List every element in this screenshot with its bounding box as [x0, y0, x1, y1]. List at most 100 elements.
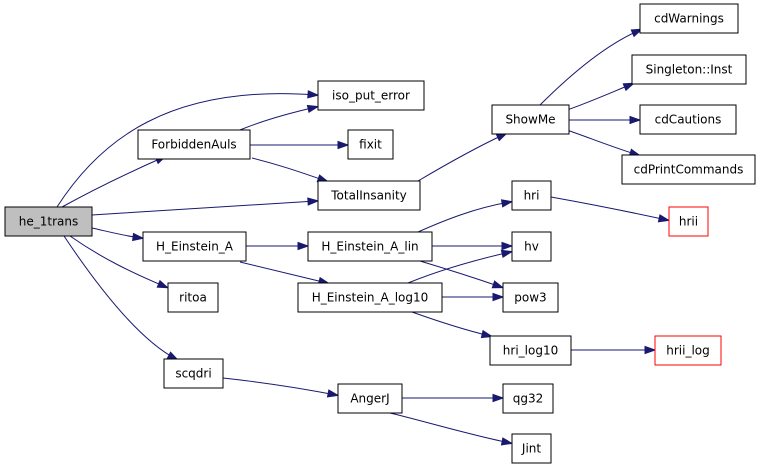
- node-box[interactable]: [639, 104, 737, 135]
- node-label: AngerJ: [350, 392, 389, 406]
- edge-AngerJ-to-qg32: [402, 393, 505, 403]
- node-box[interactable]: [639, 3, 739, 34]
- arrowhead-icon: [306, 104, 320, 114]
- node-box[interactable]: [489, 335, 572, 366]
- edge-H_Einstein_A_log10-to-hri_log10: [411, 311, 494, 339]
- node-label: H_Einstein_A: [156, 240, 234, 254]
- node-cdPrintCommands[interactable]: cdPrintCommands: [621, 154, 756, 185]
- edge-ShowMe-to-SingletonInst: [566, 82, 636, 111]
- node-box[interactable]: [317, 180, 421, 211]
- edge-line: [63, 235, 177, 360]
- arrowhead-icon: [500, 437, 514, 446]
- node-H_Einstein_A_log10[interactable]: H_Einstein_A_log10: [297, 282, 443, 313]
- node-hrii[interactable]: hrii: [668, 206, 709, 237]
- edge-H_Einstein_A_lin-to-hv: [431, 241, 514, 251]
- node-hri[interactable]: hri: [511, 180, 552, 211]
- node-label: Singleton::Inst: [646, 63, 733, 77]
- edge-line: [251, 157, 327, 182]
- node-label: iso_put_error: [332, 89, 410, 103]
- node-box[interactable]: [621, 154, 756, 185]
- node-label: cdWarnings: [654, 12, 724, 26]
- node-label: cdPrintCommands: [634, 163, 744, 177]
- node-cdCautions[interactable]: cdCautions: [639, 104, 737, 135]
- node-box[interactable]: [654, 335, 722, 366]
- edge-he_1trans-to-scqdri: [63, 235, 180, 361]
- node-label: H_Einstein_A_log10: [312, 291, 429, 305]
- edge-H_Einstein_A_lin-to-pow3: [419, 260, 505, 289]
- edge-ForbiddenAuls-to-iso_put_error: [239, 104, 320, 131]
- arrowhead-icon: [500, 249, 514, 258]
- edge-line: [539, 29, 641, 106]
- node-ritoa[interactable]: ritoa: [167, 282, 219, 313]
- node-box[interactable]: [502, 282, 559, 313]
- node-label: fixit: [359, 138, 382, 152]
- edge-line: [407, 251, 511, 284]
- node-box[interactable]: [307, 231, 433, 262]
- arrowhead-icon: [307, 197, 320, 206]
- edge-he_1trans-to-iso_put_error: [56, 90, 320, 208]
- node-hv[interactable]: hv: [511, 231, 552, 262]
- node-SingletonInst[interactable]: Singleton::Inst: [631, 54, 747, 85]
- node-ShowMe[interactable]: ShowMe: [491, 104, 570, 135]
- node-iso_put_error[interactable]: iso_put_error: [317, 80, 425, 111]
- node-H_Einstein_A_lin[interactable]: H_Einstein_A_lin: [307, 231, 433, 262]
- edge-ForbiddenAuls-to-TotalInsanity: [251, 157, 330, 183]
- node-box[interactable]: [347, 129, 394, 160]
- node-label: he_1trans: [19, 215, 78, 229]
- node-box[interactable]: [631, 54, 747, 85]
- node-box[interactable]: [491, 104, 570, 135]
- node-box[interactable]: [297, 282, 443, 313]
- node-box[interactable]: [142, 231, 247, 262]
- edge-line: [222, 377, 337, 396]
- node-box[interactable]: [511, 180, 552, 211]
- node-box[interactable]: [502, 383, 554, 414]
- arrowhead-icon: [492, 292, 505, 302]
- node-label: hri: [524, 189, 540, 203]
- node-label: hri_log10: [503, 344, 558, 358]
- edge-scqdri-to-AngerJ: [222, 377, 340, 398]
- edges-layer: [56, 28, 671, 446]
- node-box[interactable]: [511, 231, 552, 262]
- edge-line: [239, 261, 328, 284]
- node-box[interactable]: [511, 433, 552, 464]
- node-box[interactable]: [167, 282, 219, 313]
- arrowhead-icon: [156, 279, 170, 289]
- node-label: hv: [524, 240, 539, 254]
- edge-line: [91, 200, 317, 216]
- edge-line: [550, 196, 668, 221]
- node-box[interactable]: [668, 206, 709, 237]
- node-box[interactable]: [337, 383, 403, 414]
- node-TotalInsanity[interactable]: TotalInsanity: [317, 180, 421, 211]
- arrowhead-icon: [326, 389, 340, 398]
- edge-H_Einstein_A-to-H_Einstein_A_log10: [239, 261, 331, 286]
- node-H_Einstein_A[interactable]: H_Einstein_A: [142, 231, 247, 262]
- node-box[interactable]: [163, 358, 224, 389]
- node-hri_log10[interactable]: hri_log10: [489, 335, 572, 366]
- edge-H_Einstein_A-to-H_Einstein_A_lin: [245, 241, 310, 251]
- node-scqdri[interactable]: scqdri: [163, 358, 224, 389]
- node-Jint[interactable]: Jint: [511, 433, 552, 464]
- edge-ShowMe-to-cdWarnings: [539, 28, 644, 106]
- arrowhead-icon: [491, 280, 505, 289]
- node-label: TotalInsanity: [330, 189, 407, 203]
- node-hrii_log[interactable]: hrii_log: [654, 335, 722, 366]
- edge-line: [69, 235, 167, 288]
- node-box[interactable]: [137, 129, 251, 160]
- node-fixit[interactable]: fixit: [347, 129, 394, 160]
- node-box[interactable]: [4, 206, 93, 237]
- arrowhead-icon: [501, 241, 514, 251]
- node-he_1trans[interactable]: he_1trans: [4, 206, 93, 237]
- edge-AngerJ-to-Jint: [389, 412, 514, 446]
- edge-line: [239, 106, 317, 131]
- arrowhead-icon: [297, 241, 310, 251]
- node-cdWarnings[interactable]: cdWarnings: [639, 3, 739, 34]
- node-ForbiddenAuls[interactable]: ForbiddenAuls: [137, 129, 251, 160]
- edge-line: [389, 412, 511, 444]
- edge-ShowMe-to-cdPrintCommands: [566, 129, 642, 157]
- edge-line: [417, 201, 511, 233]
- node-box[interactable]: [317, 80, 425, 111]
- arrowhead-icon: [132, 232, 145, 242]
- node-pow3[interactable]: pow3: [502, 282, 559, 313]
- node-qg32[interactable]: qg32: [502, 383, 554, 414]
- node-AngerJ[interactable]: AngerJ: [337, 383, 403, 414]
